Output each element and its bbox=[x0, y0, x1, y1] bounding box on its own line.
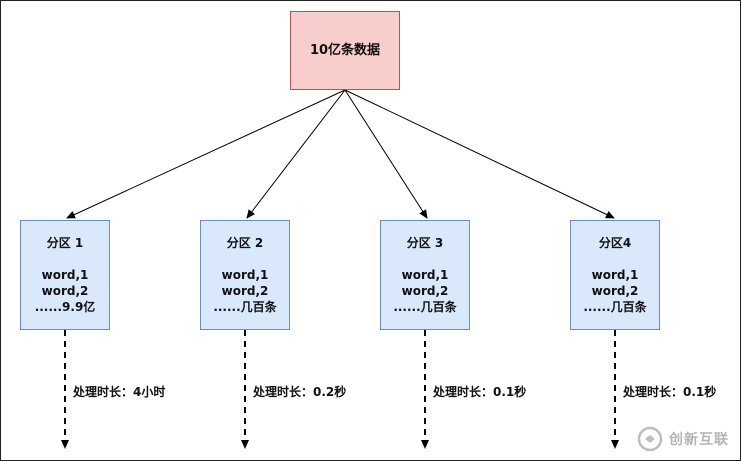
partition-1-line-2: word,2 bbox=[41, 284, 89, 298]
arrow-root-to-partition-2 bbox=[246, 89, 346, 219]
partition-3-title: 分区 3 bbox=[406, 236, 444, 250]
partition-4-duration: 处理时长：0.1秒 bbox=[623, 385, 717, 399]
root-node: 10亿条数据 bbox=[290, 11, 400, 90]
partition-3-node: 分区 3 word,1 word,2 ......几百条 bbox=[380, 220, 470, 330]
partition-2-line-3: ......几百条 bbox=[213, 300, 277, 314]
partition-2-duration: 处理时长：0.2秒 bbox=[253, 385, 347, 399]
partition-1-line-1: word,1 bbox=[41, 268, 89, 282]
partition-1-title: 分区 1 bbox=[46, 236, 84, 250]
arrow-root-to-partition-3 bbox=[344, 89, 428, 219]
partition-3-duration: 处理时长：0.1秒 bbox=[433, 385, 527, 399]
partition-3-line-3: ......几百条 bbox=[393, 300, 457, 314]
watermark-text: 创新互联 bbox=[669, 432, 729, 448]
watermark: 创新互联 bbox=[637, 420, 737, 458]
partition-2-line-2: word,2 bbox=[221, 284, 269, 298]
partition-3-line-1: word,1 bbox=[401, 268, 449, 282]
partition-2-title: 分区 2 bbox=[226, 236, 264, 250]
partition-1-node: 分区 1 word,1 word,2 ......9.9亿 bbox=[20, 220, 110, 330]
arrow-root-to-partition-4 bbox=[344, 89, 615, 219]
partition-3-line-2: word,2 bbox=[401, 284, 449, 298]
watermark-logo-icon bbox=[637, 426, 663, 452]
root-label: 10亿条数据 bbox=[309, 42, 381, 58]
partition-4-node: 分区4 word,1 word,2 ......几百条 bbox=[570, 220, 660, 330]
partition-2-node: 分区 2 word,1 word,2 ......几百条 bbox=[200, 220, 290, 330]
partition-4-title: 分区4 bbox=[598, 236, 632, 250]
partition-4-line-1: word,1 bbox=[591, 268, 639, 282]
partition-4-line-2: word,2 bbox=[591, 284, 639, 298]
partition-4-line-3: ......几百条 bbox=[583, 300, 647, 314]
partition-1-duration: 处理时长：4小时 bbox=[73, 385, 166, 399]
partition-2-line-1: word,1 bbox=[221, 268, 269, 282]
arrow-root-to-partition-1 bbox=[66, 89, 346, 219]
partition-1-line-3: ......9.9亿 bbox=[34, 300, 96, 314]
